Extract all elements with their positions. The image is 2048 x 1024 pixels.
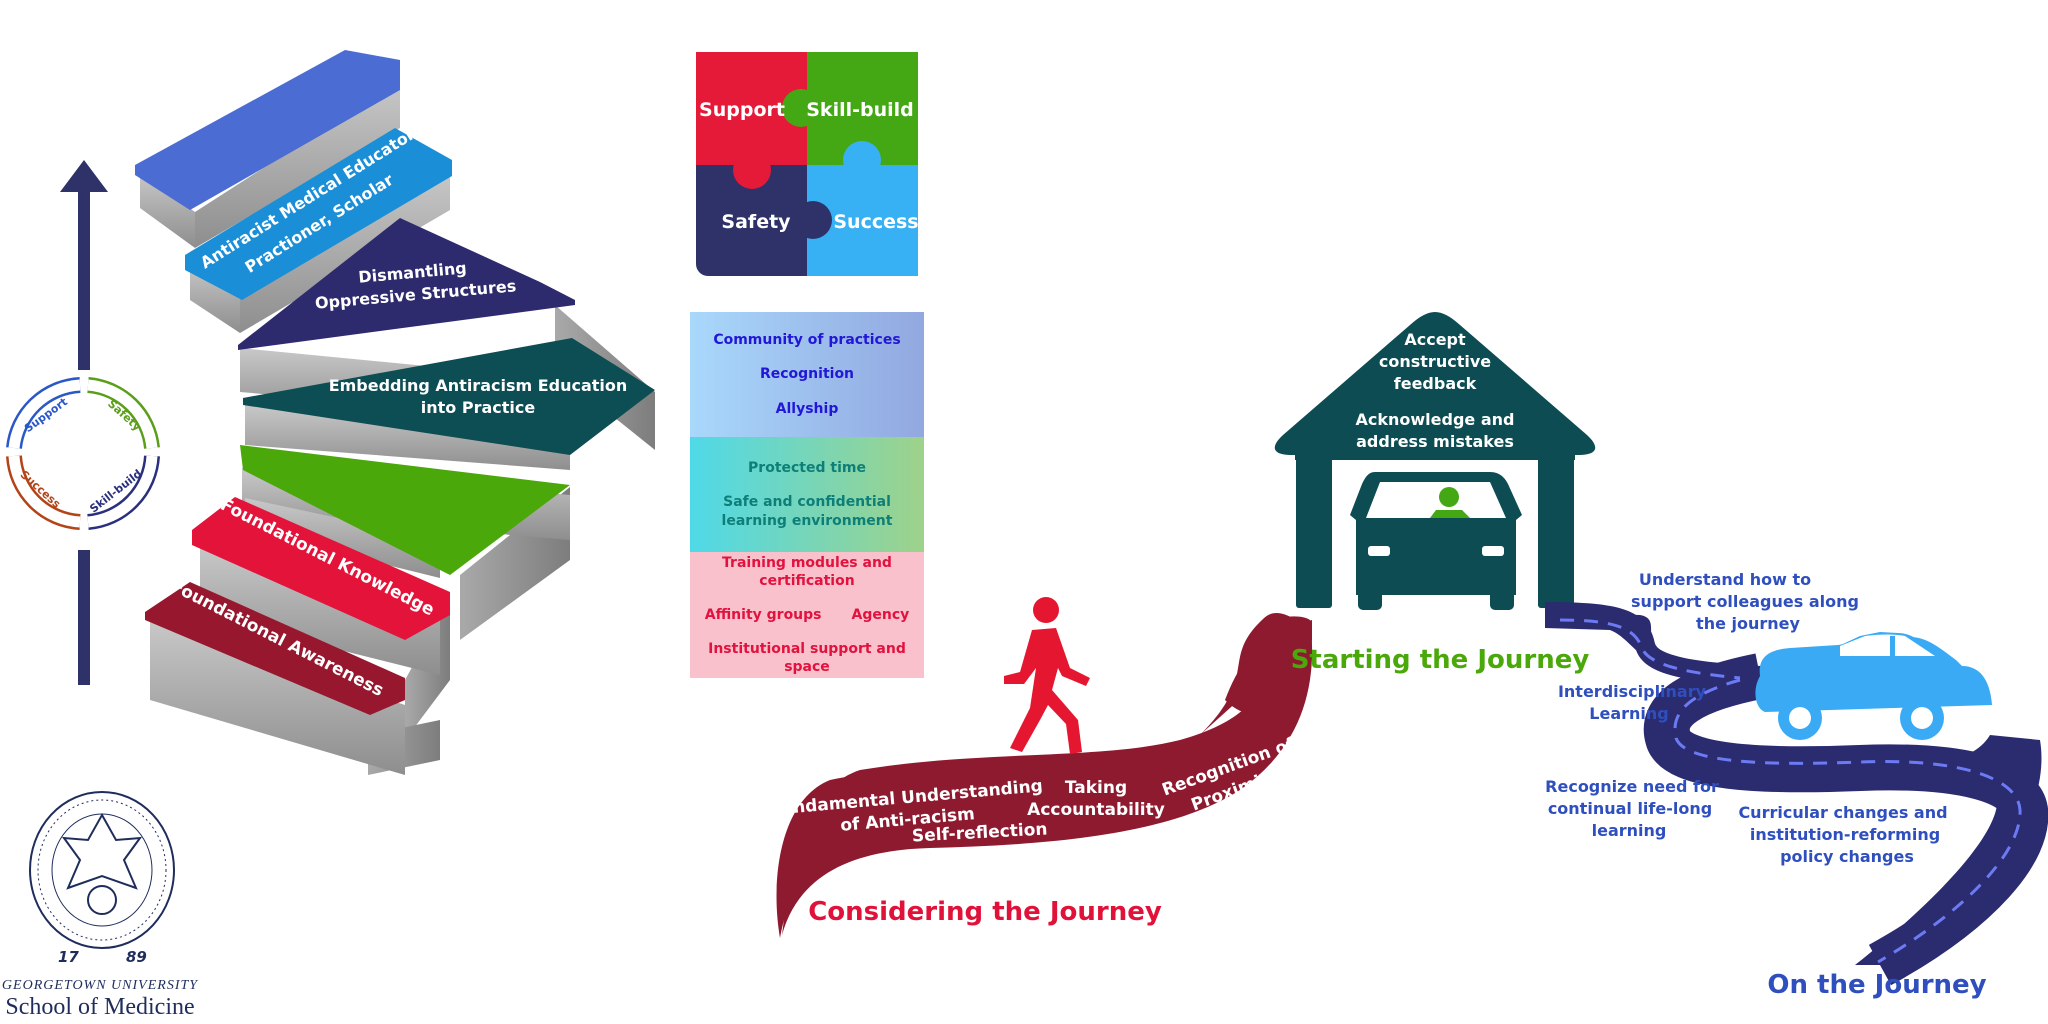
step-awareness xyxy=(145,582,405,715)
panel-item-affinity: Affinity groups xyxy=(704,606,822,623)
cycle-diagram: Support Safety Skill-build Success xyxy=(6,377,160,530)
step-dismantle xyxy=(238,218,575,350)
label-curricular-1: Curricular changes and xyxy=(1738,803,1947,822)
considering-title: Considering the Journey xyxy=(808,897,1162,927)
walking-person-icon xyxy=(1004,597,1090,754)
label-curricular-3: policy changes xyxy=(1780,847,1914,866)
progress-arrow xyxy=(60,160,108,685)
road-label-taking: Taking xyxy=(1065,778,1127,798)
label-understand-1: Understand how to xyxy=(1639,570,1811,589)
step-top xyxy=(135,50,400,210)
step-knowledge xyxy=(192,497,450,640)
seal-year-right: 89 xyxy=(126,948,147,966)
on-journey-road xyxy=(1544,602,2048,986)
panel-environment: Protected time Safe and confidential lea… xyxy=(690,437,924,552)
panel-community: Community of practices Recognition Allys… xyxy=(690,312,924,437)
label-understand-2: support colleagues along xyxy=(1631,592,1859,611)
label-recognize-2: continual life-long xyxy=(1548,799,1712,818)
panel-item-agency: Agency xyxy=(851,606,910,623)
panel-training: Training modules and certification Affin… xyxy=(690,552,924,678)
road-label-accountability: Accountability xyxy=(1027,800,1165,820)
starting-title: Starting the Journey xyxy=(1291,645,1590,675)
step-label-embed-2: into Practice xyxy=(421,398,536,417)
panel-row-affinity: Affinity groups Agency xyxy=(705,598,910,632)
puzzle-safety: Safety xyxy=(721,211,791,233)
on-journey-labels: Understand how to support colleagues alo… xyxy=(1545,570,1947,866)
puzzle-success: Success xyxy=(833,211,918,233)
garage-line-accept: Accept xyxy=(1404,330,1466,349)
garage-line-acknowledge: Acknowledge and xyxy=(1356,410,1515,429)
school-name: School of Medicine xyxy=(5,994,195,1020)
label-interdisciplinary-2: Learning xyxy=(1589,704,1668,723)
label-understand-3: the journey xyxy=(1696,614,1800,633)
on-journey-title: On the Journey xyxy=(1767,970,1986,1000)
university-name: GEORGETOWN UNIVERSITY xyxy=(1,978,199,993)
step-embed xyxy=(243,338,655,455)
garage-line-feedback: feedback xyxy=(1394,374,1477,393)
panel-item-training: Training modules and certification xyxy=(722,554,892,589)
staircase: Antiracist Medical Educator, Practioner,… xyxy=(135,50,655,775)
label-recognize-3: learning xyxy=(1592,821,1667,840)
university-seal: 17 89 xyxy=(29,791,175,966)
step-educator xyxy=(185,128,452,300)
panel-item-safe-environment: Safe and confidential learning environme… xyxy=(721,494,893,529)
blue-car-icon xyxy=(1755,632,1992,740)
step-label-embed-1: Embedding Antiracism Education xyxy=(329,376,628,395)
garage-line-constructive: constructive xyxy=(1379,352,1491,371)
label-recognize-1: Recognize need for xyxy=(1545,777,1719,796)
garage-icon xyxy=(1274,312,1596,608)
panel-item-recognition: Recognition xyxy=(759,366,855,383)
seal-year-left: 17 xyxy=(58,948,79,966)
garage-line-address: address mistakes xyxy=(1356,432,1514,451)
garage-car-icon xyxy=(1350,472,1522,610)
puzzle: Support Skill-build Safety Success xyxy=(696,52,919,276)
step-green xyxy=(240,445,570,575)
panel-item-protected-time: Protected time xyxy=(748,460,866,477)
panel-item-institutional: Institutional support and space xyxy=(708,641,906,676)
panel-item-community: Community of practices xyxy=(713,332,901,349)
label-interdisciplinary-1: Interdisciplinary xyxy=(1558,682,1707,701)
panel-item-allyship: Allyship xyxy=(775,400,839,417)
label-curricular-2: institution-reforming xyxy=(1750,825,1940,844)
puzzle-skill-build: Skill-build xyxy=(806,99,914,121)
puzzle-support: Support xyxy=(699,99,785,121)
